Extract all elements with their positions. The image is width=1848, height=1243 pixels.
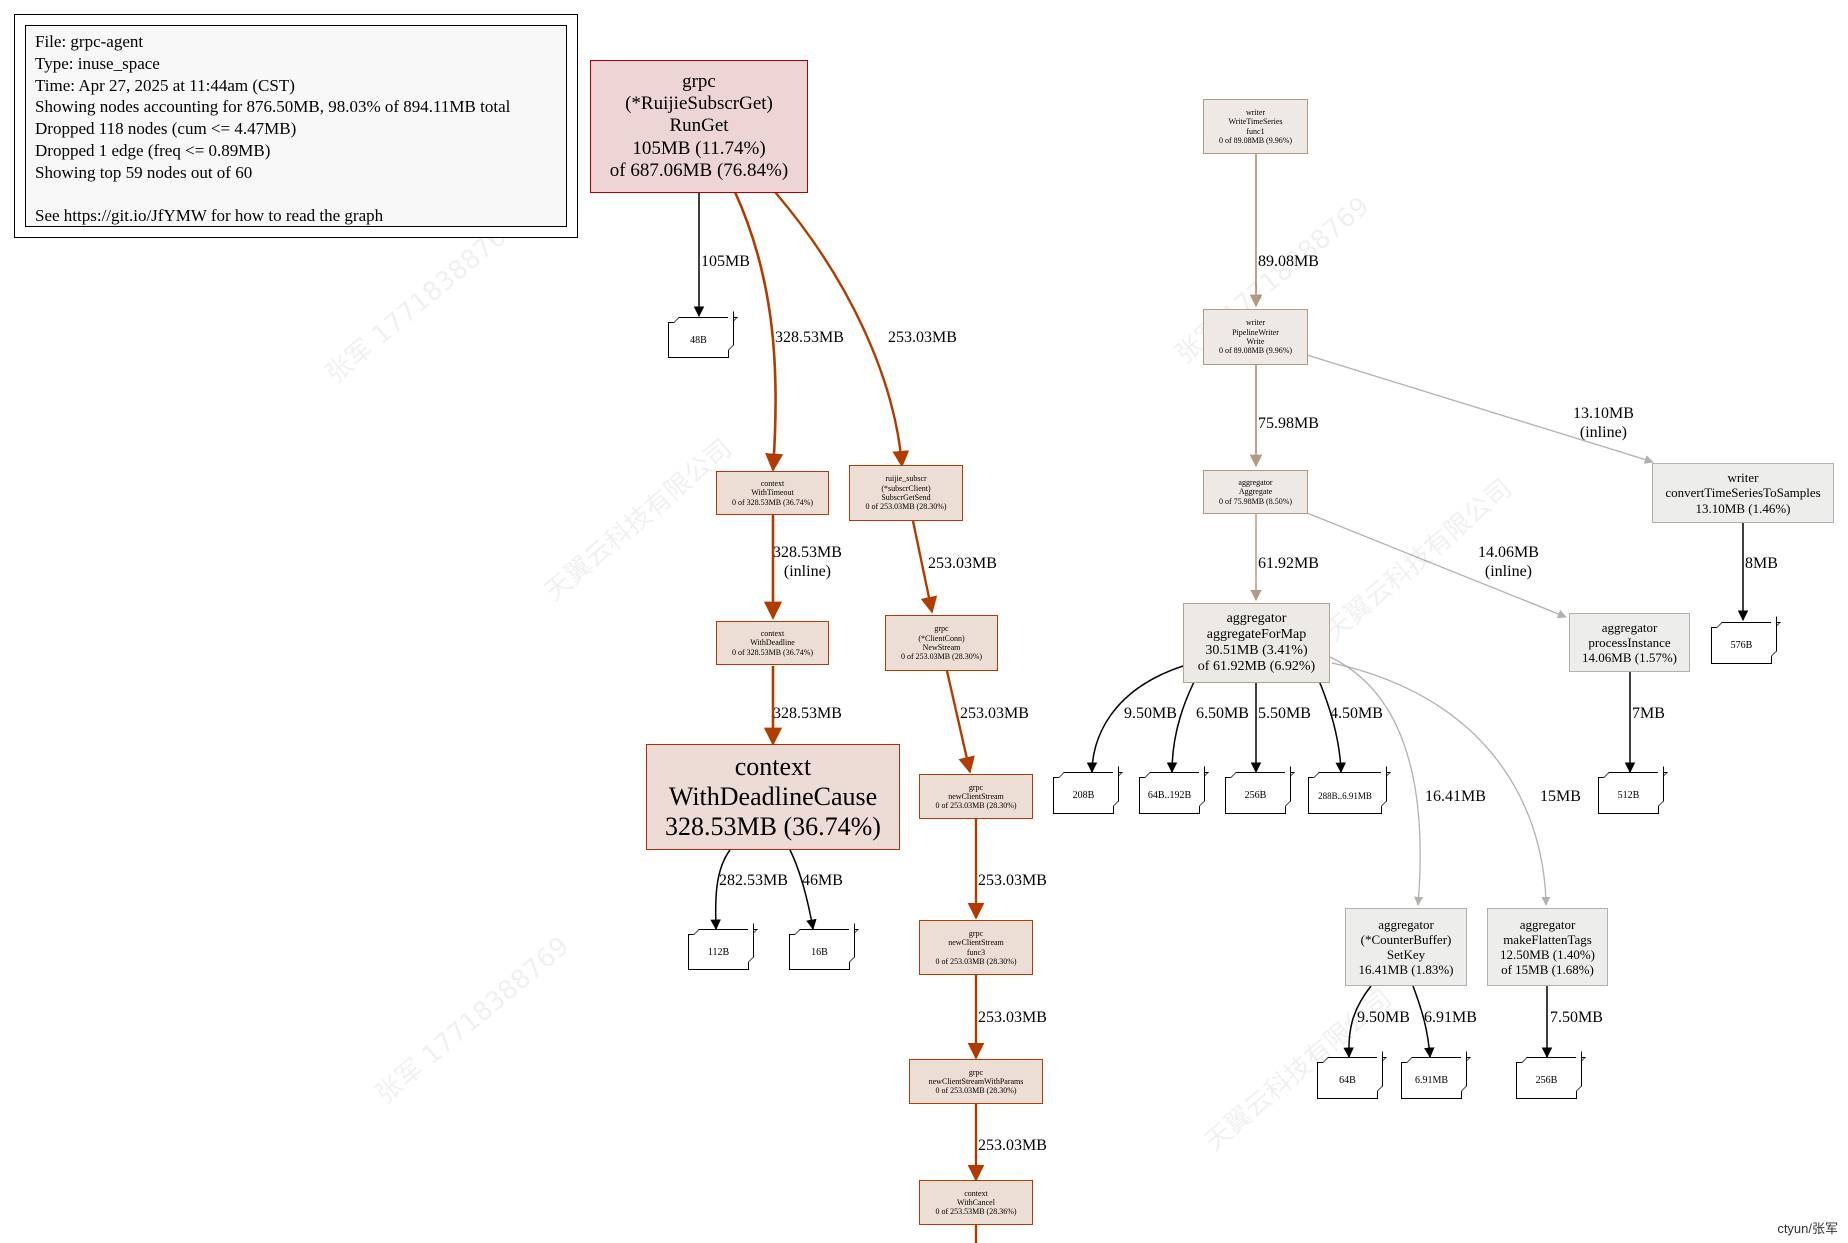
legend-line: Dropped 118 nodes (cum <= 4.47MB) bbox=[35, 119, 297, 139]
size-box-48b: 48B bbox=[668, 322, 729, 358]
edge-map-208b bbox=[1086, 665, 1184, 774]
edge-setkey-64b bbox=[1343, 985, 1372, 1059]
legend-line: Type: inuse_space bbox=[35, 53, 160, 73]
edge-newstream-newclientstream bbox=[945, 670, 975, 774]
size-box-16b: 16B bbox=[789, 934, 850, 970]
size-box-576b: 576B bbox=[1711, 627, 1772, 664]
edge-label: 253.03MB bbox=[978, 1009, 1047, 1026]
legend-line: Showing nodes accounting for 876.50MB, 9… bbox=[35, 97, 511, 117]
edge-label: 6.50MB bbox=[1196, 705, 1249, 722]
edge-label: 46MB bbox=[802, 872, 843, 889]
size-box-208b: 208B bbox=[1053, 777, 1114, 814]
edge-label: 328.53MB(inline) bbox=[773, 544, 842, 580]
legend-help-link[interactable]: See https://git.io/JfYMW for how to read… bbox=[35, 205, 384, 225]
size-box-64b: 64B bbox=[1317, 1062, 1378, 1099]
edge-label: 328.53MB bbox=[775, 329, 844, 346]
edge-pipelinewrite-convert bbox=[1306, 354, 1654, 464]
edge-label: 4.50MB bbox=[1330, 705, 1383, 722]
size-box-112b: 112B bbox=[688, 934, 749, 970]
legend-line: Showing top 59 nodes out of 60 bbox=[35, 162, 253, 182]
edge-map-setkey bbox=[1329, 656, 1424, 906]
edge-label: 253.03MB bbox=[928, 555, 997, 572]
edge-label: 14.06MB(inline) bbox=[1478, 544, 1539, 580]
edge-label: 16.41MB bbox=[1425, 788, 1486, 805]
edge-label: 8MB bbox=[1745, 555, 1778, 572]
footer-credit: ctyun/张军 bbox=[1777, 1221, 1838, 1236]
edge-label: 89.08MB bbox=[1258, 253, 1319, 270]
edge-send-newstream bbox=[911, 520, 938, 614]
profile-info-legend: File: grpc-agent Type: inuse_space Time:… bbox=[14, 14, 578, 238]
edge-label: 13.10MB(inline) bbox=[1573, 405, 1634, 441]
edge-setkey-691b bbox=[1412, 985, 1435, 1059]
size-box-256b: 256B bbox=[1516, 1062, 1577, 1099]
edge-runget-withtimeout bbox=[733, 191, 784, 472]
edge-label: 7MB bbox=[1632, 705, 1665, 722]
edge-label: 75.98MB bbox=[1258, 415, 1319, 432]
edge-label: 328.53MB bbox=[773, 705, 842, 722]
edge-label: 9.50MB bbox=[1124, 705, 1177, 722]
size-box-64b-192b: 64B..192B bbox=[1139, 777, 1200, 814]
edge-label: 9.50MB bbox=[1357, 1009, 1410, 1026]
edge-map-flatten bbox=[1331, 662, 1551, 906]
legend-line: Dropped 1 edge (freq <= 0.89MB) bbox=[35, 140, 271, 160]
edge-label: 282.53MB bbox=[719, 872, 788, 889]
edge-label: 61.92MB bbox=[1258, 555, 1319, 572]
legend-line: Time: Apr 27, 2025 at 11:44am (CST) bbox=[35, 75, 295, 95]
edge-label: 6.91MB bbox=[1424, 1009, 1477, 1026]
node-ruijie-subscrgetsend[interactable]: ruijie_subscr(*subscrClient)SubscrGetSen… bbox=[849, 465, 963, 521]
edge-label: 15MB bbox=[1540, 788, 1581, 805]
legend-line: File: grpc-agent bbox=[35, 32, 144, 51]
size-box-6.91mb: 6.91MB bbox=[1401, 1062, 1462, 1099]
edge-label: 253.03MB bbox=[978, 1137, 1047, 1154]
size-box-288b-6.91mb: 288B..6.91MB bbox=[1308, 777, 1382, 814]
edge-cause-16b bbox=[789, 849, 817, 931]
edge-label: 105MB bbox=[701, 253, 750, 270]
edge-label: 253.03MB bbox=[960, 705, 1029, 722]
size-box-256b: 256B bbox=[1225, 777, 1286, 814]
edge-label: 253.03MB bbox=[978, 872, 1047, 889]
edge-cause-112b bbox=[710, 849, 731, 931]
size-box-512b: 512B bbox=[1598, 777, 1659, 814]
edge-aggregate-process bbox=[1306, 512, 1567, 619]
edge-label: 7.50MB bbox=[1550, 1009, 1603, 1026]
edge-runget-subscrgetsend bbox=[774, 191, 910, 468]
edge-label: 5.50MB bbox=[1258, 705, 1311, 722]
edge-label: 253.03MB bbox=[888, 329, 957, 346]
